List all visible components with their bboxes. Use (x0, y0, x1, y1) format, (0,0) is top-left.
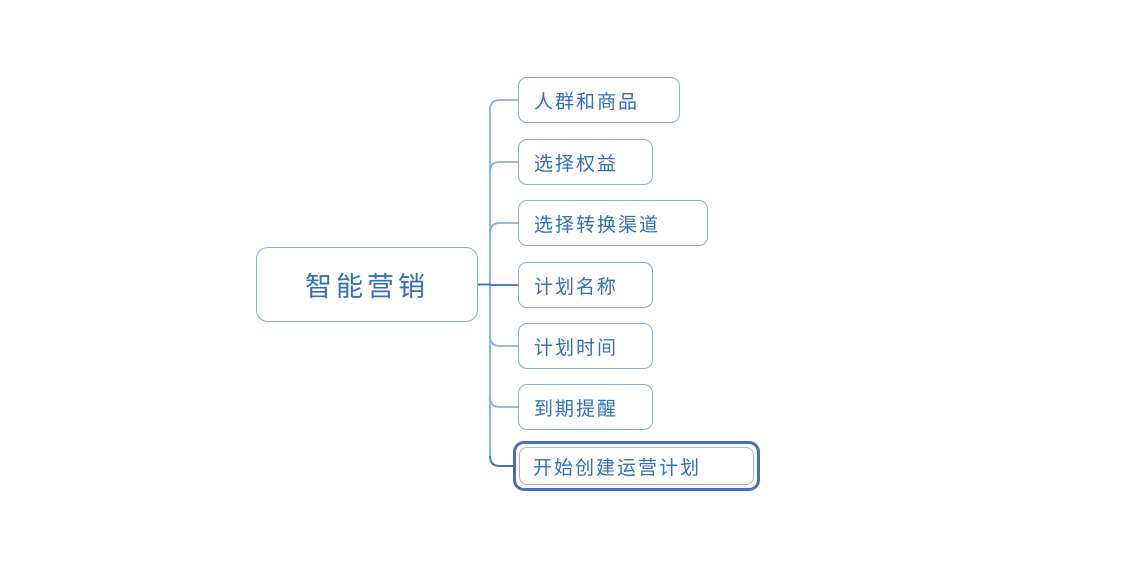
child-node-7-inner-frame: 开始创建运营计划 (519, 447, 754, 485)
child-node-4[interactable]: 计划名称 (518, 262, 653, 308)
child-node-5-label: 计划时间 (534, 336, 619, 359)
child-node-5[interactable]: 计划时间 (518, 323, 653, 369)
child-node-6-label: 到期提醒 (534, 397, 619, 420)
child-node-4-label: 计划名称 (534, 275, 619, 298)
connector-branch-6 (489, 396, 518, 408)
child-node-2-label: 选择权益 (534, 152, 619, 175)
child-node-1-label: 人群和商品 (534, 90, 640, 113)
child-node-3[interactable]: 选择转换渠道 (518, 200, 708, 246)
child-node-3-label: 选择转换渠道 (534, 213, 661, 236)
root-node-label: 智能营销 (305, 272, 429, 303)
child-node-7-label: 开始创建运营计划 (533, 456, 702, 479)
root-node-intelligent-marketing[interactable]: 智能营销 (256, 247, 478, 322)
connector-branch-2 (489, 161, 518, 173)
connector-branch-1 (489, 99, 518, 111)
connector-branch-3 (489, 222, 518, 234)
child-node-7[interactable]: 开始创建运营计划 (513, 441, 760, 491)
connector-branch-7 (489, 455, 513, 467)
connector-branch-5 (489, 335, 518, 347)
child-node-2[interactable]: 选择权益 (518, 139, 653, 185)
child-node-1[interactable]: 人群和商品 (518, 77, 680, 123)
child-node-6[interactable]: 到期提醒 (518, 384, 653, 430)
